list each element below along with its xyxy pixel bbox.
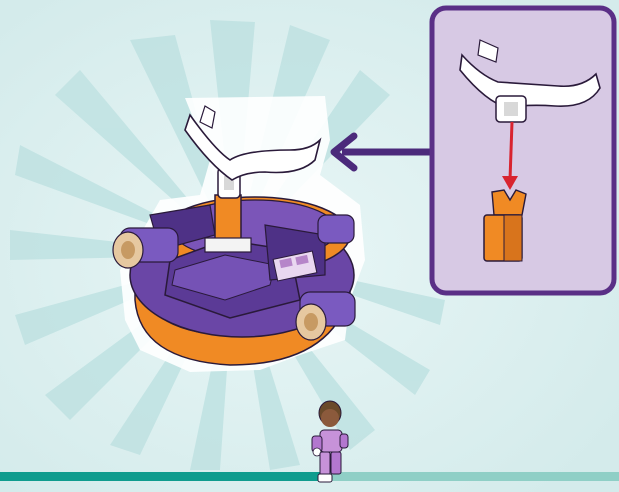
detail-callout: [432, 8, 614, 293]
build-progress-bar: [0, 472, 619, 481]
progress-fill: [0, 472, 330, 481]
